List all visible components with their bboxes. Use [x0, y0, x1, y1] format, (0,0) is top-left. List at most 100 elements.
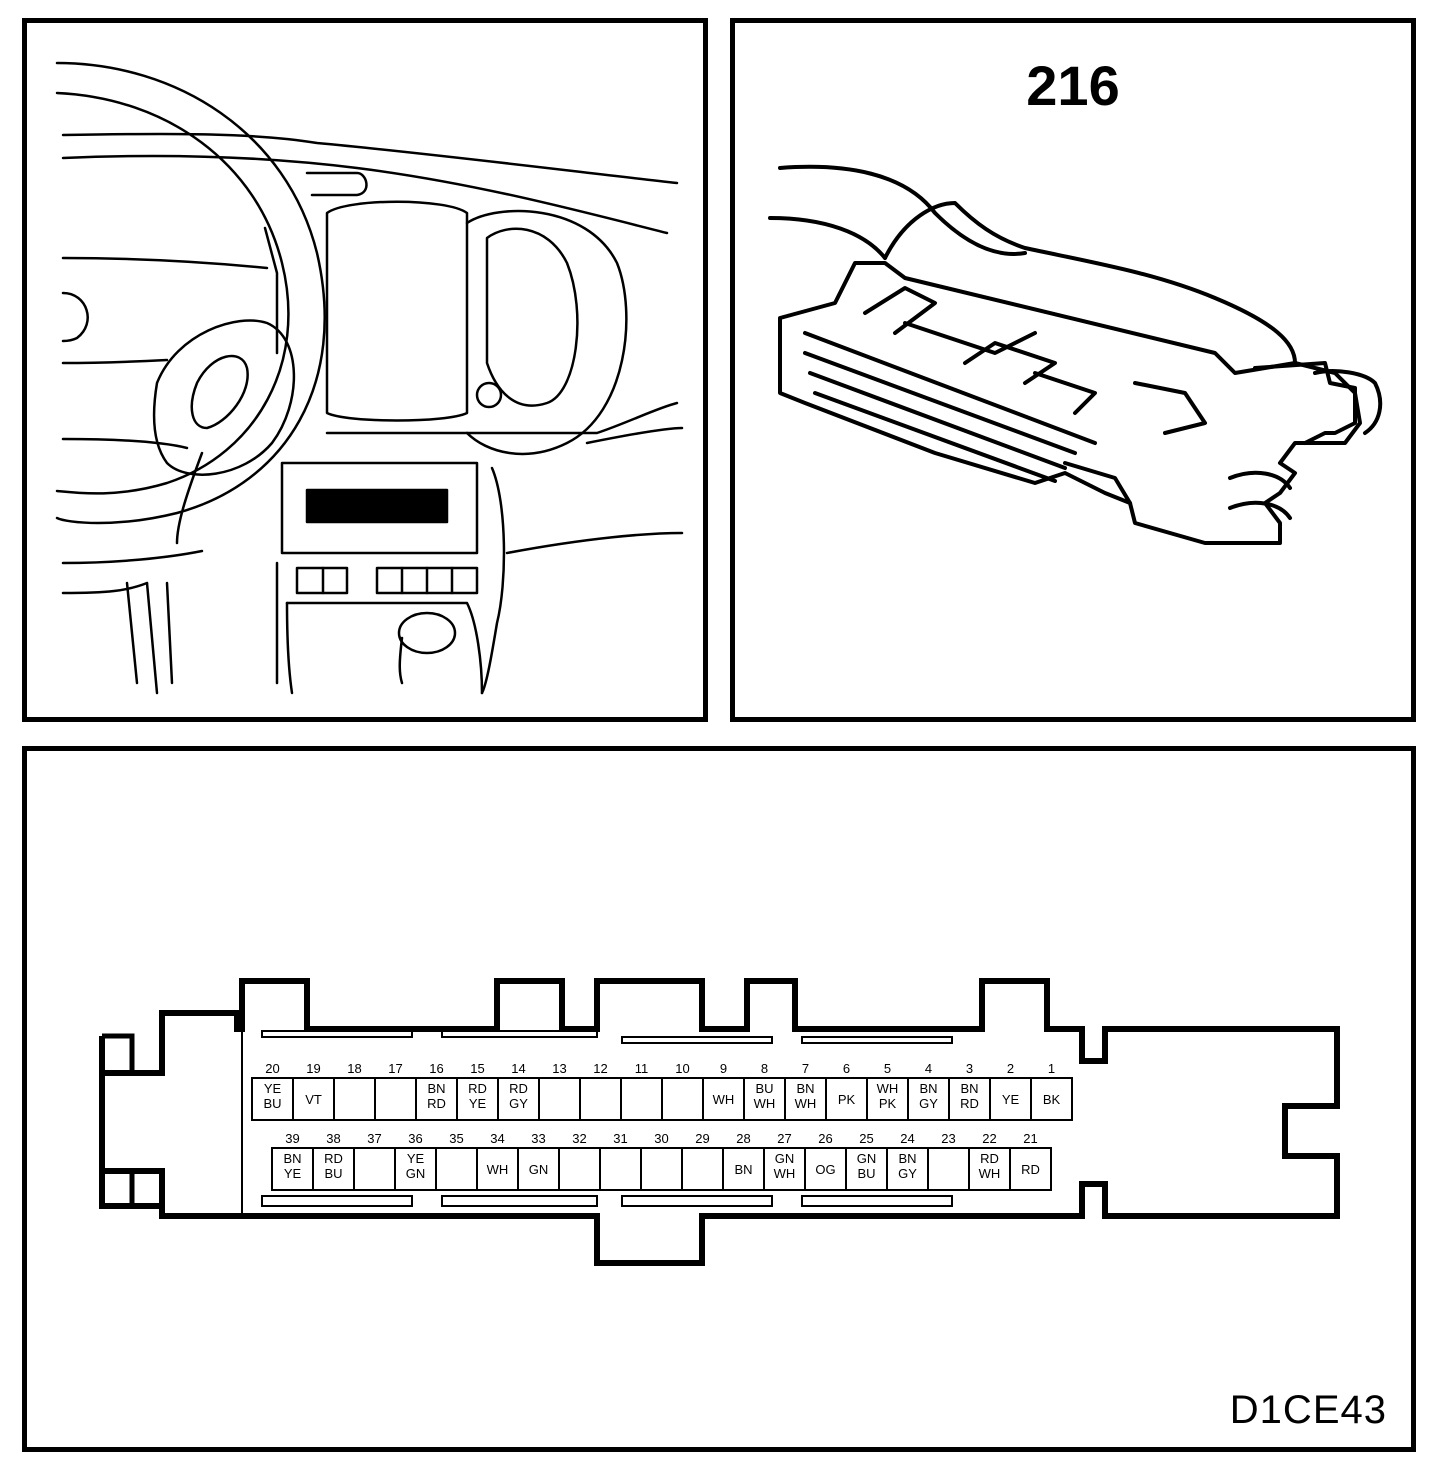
pin-number: 36: [408, 1131, 422, 1146]
wire-color-code: YE: [264, 1081, 282, 1096]
wire-color-code: RD: [1021, 1162, 1040, 1177]
pin-box: [620, 1077, 663, 1121]
wire-color-code: WH: [754, 1096, 776, 1111]
wire-color-code: GN: [857, 1151, 877, 1166]
pin-cell-29: 29: [681, 1131, 724, 1191]
pin-box: [1009, 1147, 1052, 1191]
pin-cell-32: 32: [558, 1131, 601, 1191]
pin-cell-17: 17: [374, 1061, 417, 1121]
pin-cell-37: 37: [353, 1131, 396, 1191]
connector-illustration: [768, 164, 1383, 545]
pin-number: 7: [802, 1061, 809, 1076]
pin-box: [579, 1077, 622, 1121]
pin-number: 28: [736, 1131, 750, 1146]
wire-harness: [778, 164, 1027, 256]
figure-code: D1CE43: [1229, 1388, 1387, 1432]
connector-housing: [778, 261, 1362, 545]
wire-color-code: BN: [919, 1081, 937, 1096]
pin-cell-31: 31: [599, 1131, 642, 1191]
wire-color-code: OG: [815, 1162, 835, 1177]
wire-color-code: WH: [713, 1092, 735, 1107]
pin-number: 30: [654, 1131, 668, 1146]
wire-color-code: GN: [406, 1166, 426, 1181]
pin-number: 3: [966, 1061, 973, 1076]
wire-color-code: RD: [324, 1151, 343, 1166]
pin-box: [661, 1077, 704, 1121]
pin-number: 27: [777, 1131, 791, 1146]
wire-color-code: BN: [427, 1081, 445, 1096]
wire-color-code: WH: [774, 1166, 796, 1181]
pin-number: 11: [635, 1061, 649, 1076]
wire-color-code: BN: [734, 1162, 752, 1177]
pin-number: 14: [511, 1061, 525, 1076]
connector-number: 216: [1026, 54, 1120, 117]
wire-color-code: BU: [755, 1081, 773, 1096]
pin-box: [927, 1147, 970, 1191]
pin-number: 35: [449, 1131, 463, 1146]
pin-cell-11: 11: [620, 1061, 663, 1121]
pin-number: 34: [490, 1131, 504, 1146]
steering-hub: [152, 319, 296, 476]
wire-color-code: RD: [427, 1096, 446, 1111]
pin-number: 5: [884, 1061, 891, 1076]
pin-box: [640, 1147, 683, 1191]
gear-knob: [397, 611, 457, 655]
pin-cell-12: 12: [579, 1061, 622, 1121]
wire-color-code: BN: [283, 1151, 301, 1166]
wire-color-code: WH: [877, 1081, 899, 1096]
pin-box: [538, 1077, 581, 1121]
pin-number: 23: [941, 1131, 955, 1146]
wire-color-code: GN: [529, 1162, 549, 1177]
pin-number: 16: [429, 1061, 443, 1076]
pin-cell-10: 10: [661, 1061, 704, 1121]
pin-cell-2: 2YE: [989, 1061, 1032, 1121]
pin-number: 22: [982, 1131, 996, 1146]
pin-number: 1: [1048, 1061, 1055, 1076]
pin-cell-9: 9WH: [702, 1061, 745, 1121]
center-console-radio: [280, 461, 479, 555]
pin-number: 12: [593, 1061, 607, 1076]
connector-view-panel: 216: [730, 18, 1416, 722]
pin-number: 24: [900, 1131, 914, 1146]
pin-number: 10: [675, 1061, 689, 1076]
pin-number: 25: [859, 1131, 873, 1146]
pin-number: 8: [761, 1061, 768, 1076]
wire-color-code: RD: [509, 1081, 528, 1096]
wire-color-code: YE: [407, 1151, 425, 1166]
wire-color-code: BK: [1043, 1092, 1061, 1107]
pin-cell-35: 35: [435, 1131, 478, 1191]
connector-face-outline: [99, 978, 1340, 1266]
radio-display: [305, 488, 449, 524]
wire-color-code: RD: [468, 1081, 487, 1096]
wire-color-code: RD: [980, 1151, 999, 1166]
wire-color-code: GY: [898, 1166, 917, 1181]
dashboard-location-panel: [22, 18, 708, 722]
wire-color-code: WH: [487, 1162, 509, 1177]
pin-box: [374, 1077, 417, 1121]
pin-cell-30: 30: [640, 1131, 683, 1191]
steering-wheel-rim: [55, 61, 326, 525]
pin-box: [435, 1147, 478, 1191]
wire-color-code: BU: [857, 1166, 875, 1181]
wire-color-code: RD: [960, 1096, 979, 1111]
pin-number: 31: [613, 1131, 627, 1146]
